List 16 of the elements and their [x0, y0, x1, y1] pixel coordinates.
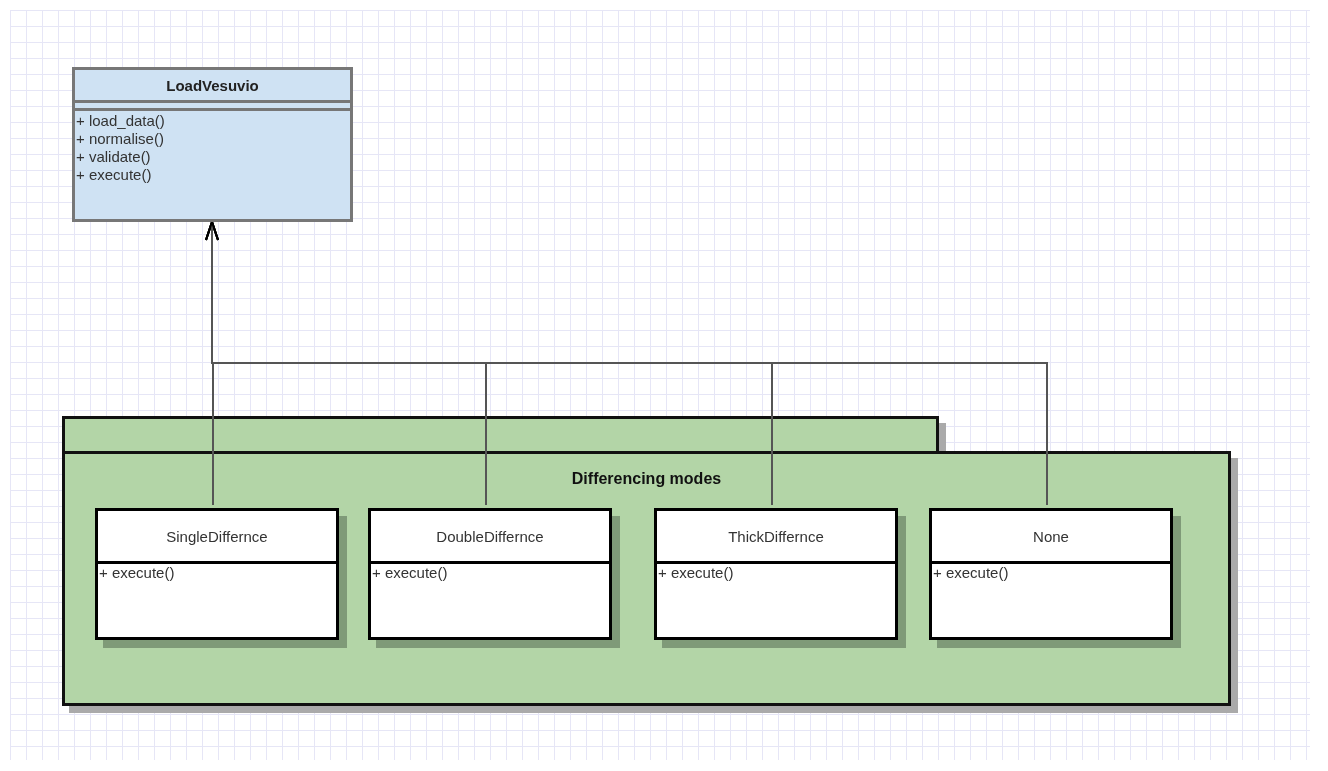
- class-name: SingleDiffernce: [166, 527, 268, 545]
- class-name: DoubleDiffernce: [436, 527, 544, 545]
- class-method: + load_data(): [75, 112, 166, 130]
- class-method: + execute(): [75, 166, 153, 184]
- class-box: [72, 67, 353, 222]
- generalization-arrow: [205, 221, 1048, 506]
- class-method: + execute(): [932, 564, 1010, 582]
- class-method: + normalise(): [75, 130, 165, 148]
- class-name: ThickDiffernce: [728, 527, 824, 545]
- class-method: + execute(): [371, 564, 449, 582]
- class-method: + execute(): [98, 564, 176, 582]
- class-name: None: [1033, 527, 1069, 545]
- class-method: + validate(): [75, 148, 152, 166]
- package-title: Differencing modes: [571, 470, 722, 487]
- class-name: LoadVesuvio: [166, 76, 259, 94]
- class-method: + execute(): [657, 564, 735, 582]
